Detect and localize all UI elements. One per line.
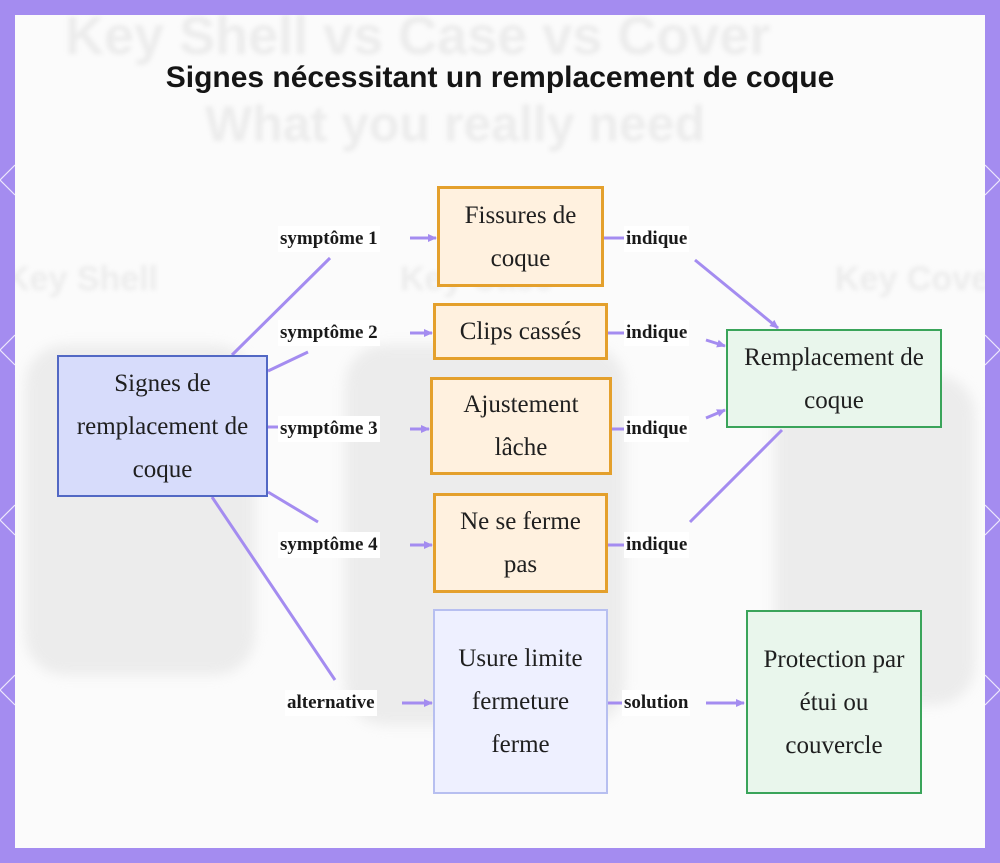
node-clips: Clips cassés [433, 303, 608, 360]
edge-symptom-1-line [230, 256, 332, 357]
diagram-title: Signes nécessitant un remplacement de co… [165, 61, 835, 94]
background-subheading: What you really need [205, 96, 706, 152]
edge-label-solution: solution [622, 690, 691, 716]
node-loose-fit: Ajustement lâche [430, 377, 612, 475]
edge-label-alternative: alternative [285, 690, 377, 716]
node-cracks: Fissures de coque [437, 186, 604, 287]
edge-alternative-line [210, 496, 337, 681]
node-replacement: Remplacement de coque [726, 329, 942, 428]
node-source: Signes de remplacement de coque [57, 355, 268, 497]
edge-label-symptom-2: symptôme 2 [278, 320, 380, 346]
node-protection: Protection par étui ou couvercle [746, 610, 922, 794]
edge-label-indicates-3: indique [624, 416, 690, 442]
edge-label-symptom-1: symptôme 1 [278, 226, 380, 252]
background-label-right: Key Cover [835, 260, 985, 298]
edge-label-symptom-4: symptôme 4 [278, 532, 380, 558]
edge-indicates-4-line [688, 428, 784, 524]
edge-label-indicates-1: indique [624, 226, 690, 252]
edge-label-indicates-2: indique [624, 320, 690, 346]
edge-symptom-4-line [267, 490, 319, 524]
edge-label-indicates-4: indique [624, 532, 690, 558]
edge-label-symptom-3: symptôme 3 [278, 416, 380, 442]
edge-indicates-1-line [694, 258, 779, 330]
background-heading: Key Shell vs Case vs Cover [65, 15, 771, 66]
edge-symptom-2-line [267, 350, 309, 373]
background-label-left: Key Shell [15, 260, 159, 298]
node-wear: Usure limite fermeture ferme [433, 609, 608, 794]
node-not-closing: Ne se ferme pas [433, 493, 608, 593]
edge-indicates-3-line [705, 408, 726, 420]
edge-indicates-2-line [705, 338, 726, 348]
